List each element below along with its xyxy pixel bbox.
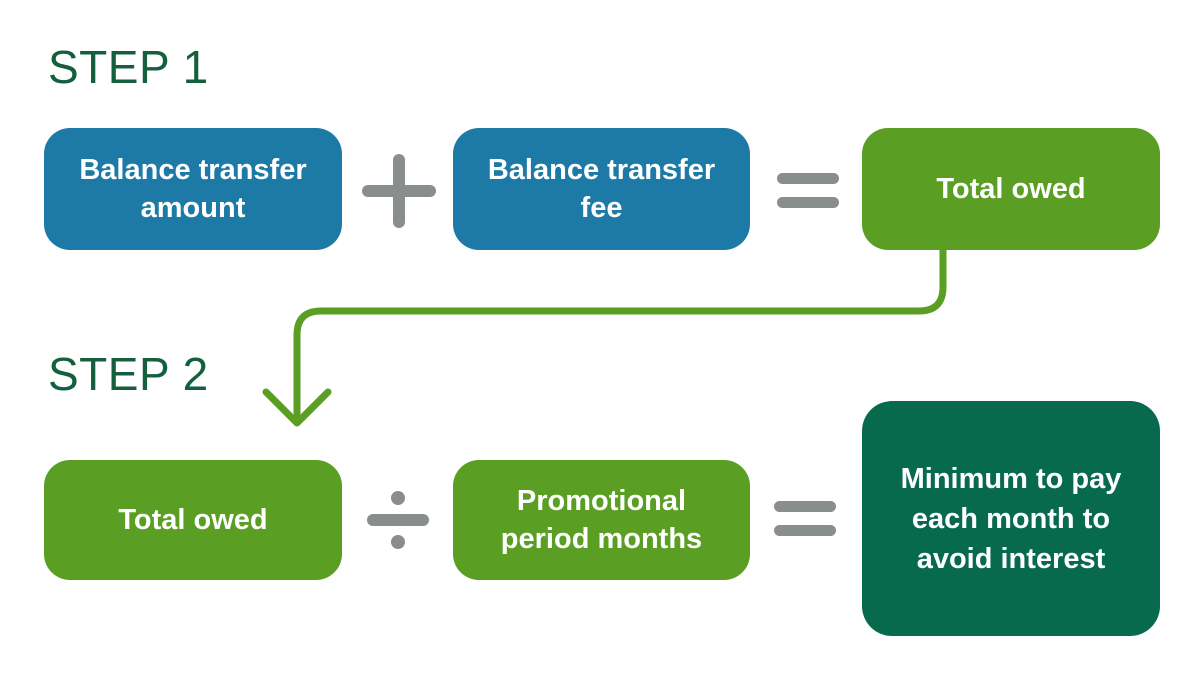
plus-icon-vertical-bar [393, 154, 405, 228]
equals-icon-top-bar [777, 173, 839, 184]
box-balance-transfer-fee-label: Balance transfer fee [487, 154, 716, 224]
box-total-owed-step1: Total owed [862, 128, 1160, 250]
divide-icon-top-dot [391, 491, 405, 505]
divide-icon [367, 491, 429, 549]
step1-heading: STEP 1 [48, 41, 209, 93]
divide-icon-bar [367, 514, 429, 526]
box-promotional-period-months-label: Promotional period months [500, 485, 703, 555]
equals-icon [777, 173, 839, 208]
box-balance-transfer-fee: Balance transfer fee [453, 128, 750, 250]
equals-icon-top-bar [774, 501, 836, 512]
box-minimum-to-pay: Minimum to pay each month to avoid inter… [862, 401, 1160, 636]
box-total-owed-step2-label: Total owed [118, 504, 268, 536]
divide-icon-bottom-dot [391, 535, 405, 549]
box-minimum-to-pay-label: Minimum to pay each month to avoid inter… [900, 462, 1122, 575]
equals-icon [774, 501, 836, 536]
box-balance-transfer-amount-label: Balance transfer amount [79, 154, 307, 224]
box-total-owed-step1-label: Total owed [936, 173, 1086, 205]
box-total-owed-step2: Total owed [44, 460, 342, 580]
step2-heading: STEP 2 [48, 348, 209, 400]
box-promotional-period-months: Promotional period months [453, 460, 750, 580]
equals-icon-bottom-bar [774, 525, 836, 536]
equals-icon-bottom-bar [777, 197, 839, 208]
plus-icon [362, 154, 436, 228]
box-balance-transfer-amount: Balance transfer amount [44, 128, 342, 250]
